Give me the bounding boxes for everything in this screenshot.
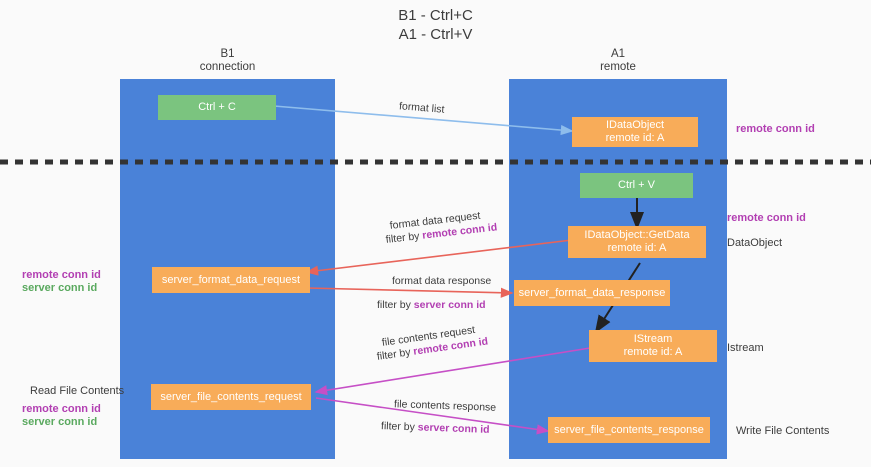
node-server-file-contents-request[interactable]: server_file_contents_request — [151, 384, 311, 410]
node-ctrl-c[interactable]: Ctrl + C — [158, 95, 276, 120]
arrow-label-filter-by-server-2: filter by server conn id — [381, 419, 490, 437]
label-left-remote-conn-id-2: remote conn id — [22, 403, 101, 415]
label-read-file-contents: Read File Contents — [30, 385, 125, 397]
label-write-file-contents: Write File Contents — [736, 425, 830, 437]
arrow-label-format-data-response: format data response — [392, 275, 492, 287]
filter-highlight-server-2: server conn id — [417, 421, 490, 436]
node-server-format-data-response[interactable]: server_format_data_response — [514, 280, 670, 306]
filter-highlight-server-1: server conn id — [413, 299, 486, 311]
filter-prefix-4: filter by — [380, 420, 418, 434]
diagram-title: B1 - Ctrl+C A1 - Ctrl+V — [398, 7, 473, 43]
label-istream: Istream — [727, 342, 764, 354]
label-left-remote-conn-id: remote conn id — [22, 269, 101, 281]
arrow-label-format-list: format list — [398, 100, 445, 116]
node-idataobject-getdata[interactable]: IDataObject::GetData remote id: A — [568, 226, 706, 258]
node-idataobject[interactable]: IDataObject remote id: A — [572, 117, 698, 147]
label-left-server-conn-id: server conn id — [22, 282, 98, 294]
arrow-label-file-contents-response: file contents response — [393, 398, 497, 414]
node-ctrl-v[interactable]: Ctrl + V — [580, 173, 693, 198]
arrow-format-data-response — [306, 287, 514, 298]
label-remote-conn-id-mid: remote conn id — [727, 212, 806, 224]
label-remote-conn-id-top: remote conn id — [736, 123, 815, 135]
node-server-file-contents-response[interactable]: server_file_contents_response — [548, 417, 710, 443]
arrow-label-filter-by-server-1: filter by server conn id — [377, 298, 486, 312]
column-header-a1: A1 remote — [600, 48, 636, 73]
label-left-server-conn-id-2: server conn id — [22, 416, 98, 428]
filter-prefix-1: filter by — [385, 229, 424, 246]
label-dataobject: DataObject — [727, 237, 783, 249]
node-istream[interactable]: IStream remote id: A — [589, 330, 717, 362]
node-server-format-data-request[interactable]: server_format_data_request — [152, 267, 310, 293]
filter-prefix-2: filter by — [377, 299, 414, 311]
filter-prefix-3: filter by — [376, 345, 415, 363]
column-header-b1: B1 connection — [199, 48, 256, 73]
